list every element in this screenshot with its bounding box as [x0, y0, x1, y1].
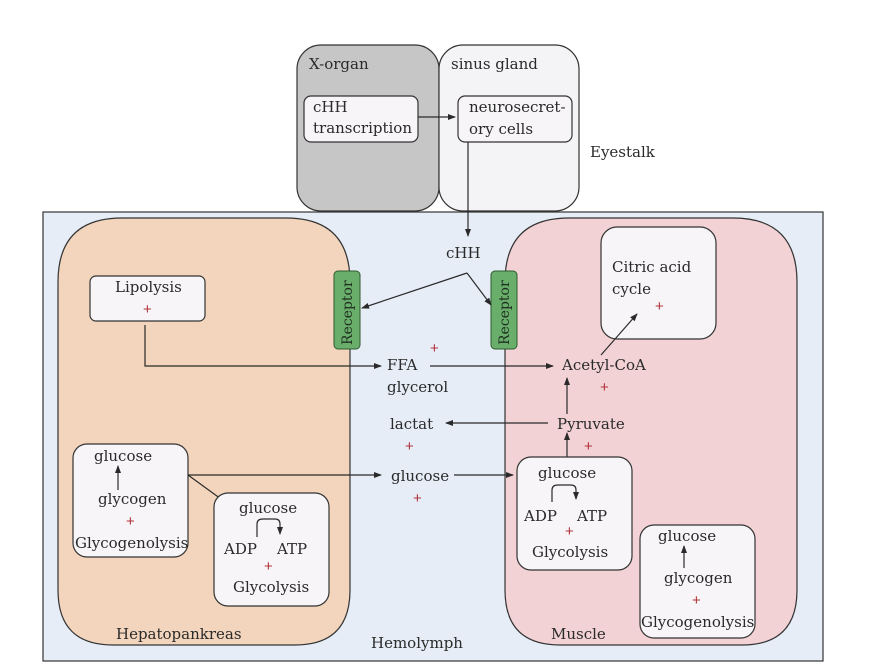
receptor-label: Receptor [497, 280, 513, 345]
citric-acid-cycle-box [600, 226, 717, 340]
muscle-glycogenolysis-glucose: glucose [658, 527, 716, 545]
hep-glycolysis-label: Glycolysis [233, 578, 309, 596]
muscle-glycogenolysis-plus: + [692, 592, 701, 609]
hep-glycogenolysis-box [72, 443, 189, 558]
hep-glycogenolysis-label: Glycogenolysis [75, 534, 188, 552]
lipolysis-label: Lipolysis [115, 278, 182, 296]
receptor-label: Receptor [340, 280, 356, 345]
hepatopankreas-label: Hepatopankreas [116, 625, 242, 643]
hep-glycogenolysis-plus: + [126, 513, 135, 530]
glucose-hemolymph-plus: + [413, 490, 422, 507]
neurosecretory-line2: ory cells [469, 120, 533, 138]
acetyl-coa-label: Acetyl-CoA [561, 356, 646, 374]
glycerol-label: glycerol [387, 378, 448, 396]
acetyl-plus: + [600, 379, 609, 396]
muscle-glycolysis-plus: + [565, 523, 574, 540]
lipolysis-plus: + [143, 301, 152, 318]
lactat-plus: + [405, 438, 414, 455]
muscle-adp-label: ADP [523, 507, 557, 525]
arrow-lipolysis-to-ffa [144, 325, 382, 369]
neurosecretory-line1: neurosecret- [469, 98, 566, 116]
hep-glycolysis-box [213, 492, 330, 607]
citric-plus: + [655, 298, 664, 315]
chh-transcription-box [303, 95, 419, 143]
hep-adp-label: ADP [223, 540, 257, 558]
lactat-label: lactat [390, 415, 433, 433]
arrow-acetyl-to-citric [600, 313, 638, 356]
ffa-plus: + [430, 340, 439, 357]
chh-transcription-line1: cHH [313, 98, 348, 116]
muscle-glycolysis-box [516, 456, 633, 571]
hep-glycolysis-glucose: glucose [239, 499, 297, 517]
sinus-gland-label: sinus gland [451, 55, 538, 73]
muscle-adp-atp-arrow [551, 484, 579, 502]
muscle-label: Muscle [551, 625, 606, 643]
muscle-glycolysis-label: Glycolysis [532, 543, 608, 561]
pyruvate-plus: + [584, 438, 593, 455]
muscle-atp-label: ATP [576, 507, 607, 525]
hep-glycolysis-plus: + [264, 558, 273, 575]
receptor-muscle: Receptor [490, 270, 518, 350]
hep-glycogenolysis-glycogen: glycogen [98, 490, 167, 508]
hep-adp-atp-arrow [256, 518, 283, 537]
muscle-glycogenolysis-label: Glycogenolysis [641, 613, 754, 631]
hep-atp-label: ATP [276, 540, 307, 558]
x-organ-label: X-organ [309, 55, 369, 73]
muscle-glycogenolysis-glycogen: glycogen [664, 569, 733, 587]
lipolysis-box [89, 275, 206, 322]
citric-line2: cycle [612, 280, 651, 298]
muscle-glycolysis-glucose: glucose [538, 464, 596, 482]
pyruvate-label: Pyruvate [557, 415, 625, 433]
citric-line1: Citric acid [612, 258, 692, 276]
glucose-hemolymph-label: glucose [391, 467, 449, 485]
hep-glycogenolysis-glucose: glucose [94, 447, 152, 465]
receptor-hepatopankreas: Receptor [333, 270, 361, 350]
neurosecretory-cells-box [457, 95, 573, 143]
eyestalk-label: Eyestalk [590, 143, 656, 161]
arrow-chh-to-muscle-receptor [466, 272, 492, 306]
chh-transcription-line2: transcription [313, 119, 412, 137]
arrow-chh-to-hep-receptor [361, 272, 468, 309]
hemolymph-label: Hemolymph [371, 634, 463, 652]
muscle-glycogenolysis-box [639, 524, 756, 639]
chh-label: cHH [446, 244, 481, 262]
ffa-label: FFA [387, 356, 418, 374]
eyestalk: X-organ sinus gland cHH transcription ne… [296, 44, 656, 212]
